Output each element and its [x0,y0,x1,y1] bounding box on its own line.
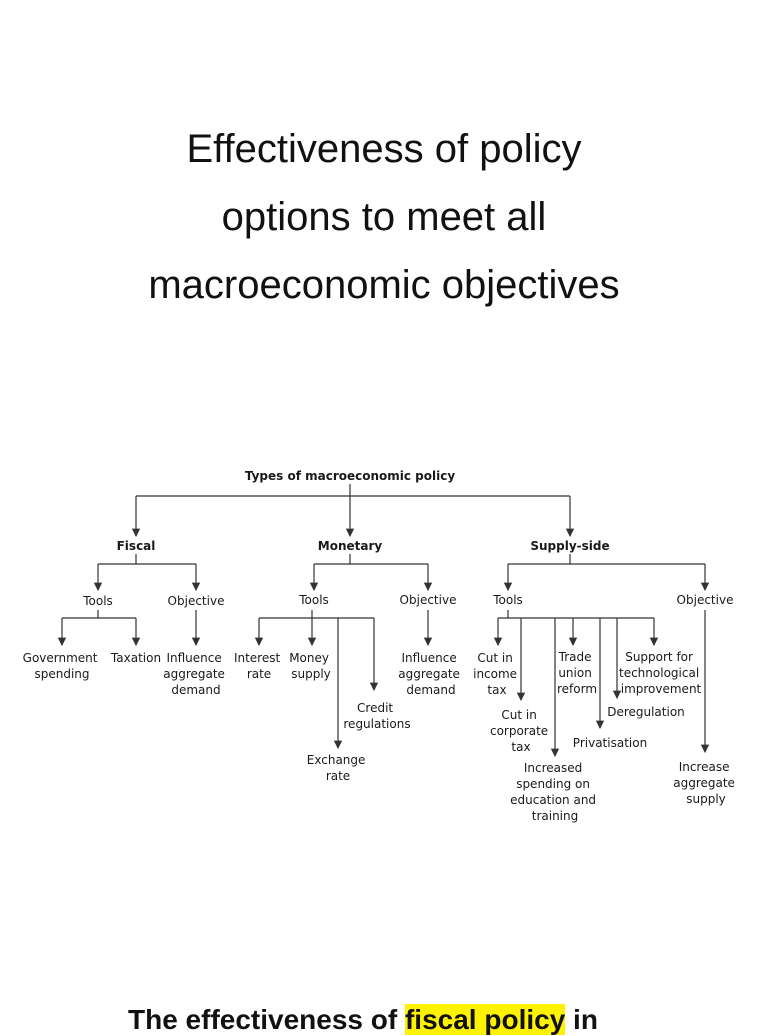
diagram-root-label: Types of macroeconomic policy [245,469,456,483]
supply-tool-deregulation: Deregulation [607,705,685,719]
title-line-2: options to meet all [221,195,547,239]
supply-tool-tech-support: Support for technological improvement [619,650,703,696]
fiscal-tools-label: Tools [82,594,113,608]
title-line-1: Effectiveness of policy [186,127,582,171]
monetary-objective-label: Objective [400,593,457,607]
title-line-3: macroeconomic objectives [148,263,620,307]
heading-text-before: The effectiveness of [128,1004,405,1035]
heading-highlight-fiscal-policy: fiscal policy [404,1004,566,1035]
monetary-tool-money-supply: Money supply [289,651,333,681]
monetary-tool-exchange-rate: Exchange rate [307,753,369,783]
heading-text-after: in [565,1004,598,1035]
supply-tool-privatisation: Privatisation [573,736,647,750]
fiscal-objective-label: Objective [168,594,225,608]
supply-tool-corporate-tax-cut: Cut in corporate tax [490,708,552,754]
branch-fiscal-label: Fiscal [117,539,156,553]
monetary-objective-text: Influence aggregate demand [398,651,464,697]
slide-title: Effectiveness of policy options to meet … [0,120,768,324]
fiscal-tool-taxation: Taxation [110,651,161,665]
fiscal-objective-text: Influence aggregate demand [163,651,229,697]
fiscal-tool-government-spending: Government spending [23,651,102,681]
supply-side-tools-label: Tools [492,593,523,607]
tree-connectors [57,484,710,758]
next-slide-heading: The effectiveness of fiscal policy in [128,1004,598,1036]
monetary-tools-label: Tools [298,593,329,607]
branch-monetary-label: Monetary [318,539,383,553]
supply-tool-trade-union-reform: Trade union reform [557,650,597,696]
monetary-tool-interest-rate: Interest rate [234,651,284,681]
monetary-tool-credit-regulations: Credit regulations [343,701,410,731]
supply-tool-education-spending: Increased spending on education and trai… [510,761,600,823]
branch-supply-side-label: Supply-side [530,539,609,553]
supply-tool-income-tax-cut: Cut in income tax [473,651,521,697]
supply-side-objective-label: Objective [677,593,734,607]
supply-side-objective-text: Increase aggregate supply [673,760,739,806]
policy-tree-diagram: Types of macroeconomic policy Fiscal Mon… [23,469,739,823]
